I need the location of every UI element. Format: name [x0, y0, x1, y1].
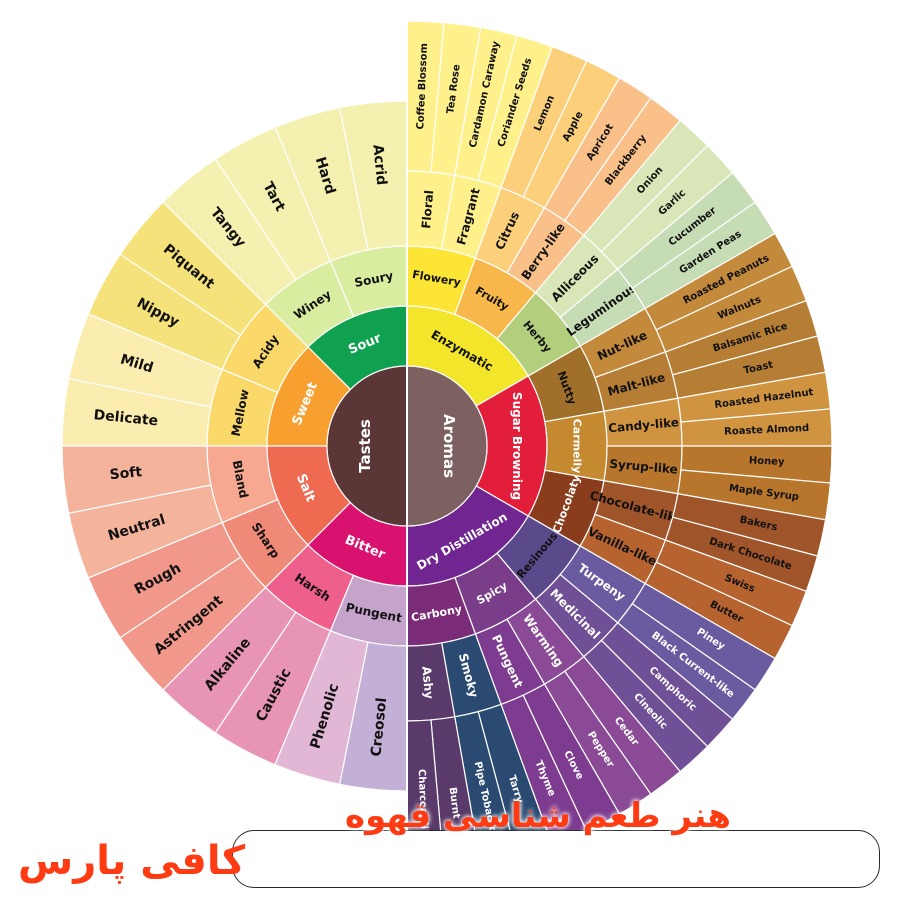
- taste-leaf-soft: [61, 445, 212, 515]
- taste-leaf-neutral: [67, 484, 224, 579]
- taste-leaf-delicate: [61, 377, 212, 447]
- taste-leaf-label-delicate: Delicate: [93, 407, 159, 429]
- aroma-outer-label-roaste-almond: Roaste Almond: [724, 423, 809, 438]
- center-aromas-label: Aromas: [440, 414, 458, 478]
- taste-leaf-alkaline: [162, 586, 297, 734]
- taste-leaf-label-acrid: Acrid: [369, 144, 389, 186]
- aroma-outer-label-burnt: Burnt: [446, 787, 461, 820]
- center-tastes: [326, 365, 408, 527]
- aroma-leaf-label-candy-like: Candy-like: [608, 415, 680, 435]
- taste-leaf-hard: [274, 106, 369, 263]
- caption-title: هنر طعم شناسی قهوه: [345, 796, 732, 836]
- center-tastes-label: Tastes: [356, 419, 374, 473]
- aroma-sub-label-carmelly: Carmelly: [571, 419, 584, 474]
- brand-logo-text: کافی پارس: [18, 838, 246, 884]
- taste-leaf-tart: [214, 126, 332, 281]
- aroma-outer-label-honey: Honey: [749, 455, 786, 468]
- taste-leaf-label-soft: Soft: [109, 464, 143, 483]
- taste-leaf-label-creosol: Creosol: [368, 697, 390, 757]
- aroma-outer-label-charcoal-like: Charcoal-like: [416, 769, 430, 843]
- taste-leaf-nippy: [87, 253, 242, 371]
- center-aromas: [406, 365, 488, 527]
- taste-leaf-caustic: [214, 611, 332, 766]
- aroma-label-sugar-browning: Sugar Browning: [510, 392, 524, 500]
- taste-leaf-piquant: [119, 201, 267, 336]
- taste-leaf-phenolic: [274, 629, 369, 786]
- aroma-outer-label-coffee-blossom: Coffee Blossom: [415, 43, 430, 130]
- taste-leaf-tangy: [162, 158, 297, 306]
- aroma-leaf-label-syrup-like: Syrup-like: [609, 457, 678, 477]
- taste-leaf-mild: [67, 313, 224, 408]
- taste-leaf-rough: [87, 521, 242, 639]
- footer-bar: [232, 830, 880, 888]
- taste-leaf-astringent: [119, 556, 267, 691]
- aroma-leaf-label-floral: Floral: [419, 190, 436, 230]
- aroma-leaf-label-ashy: Ashy: [419, 666, 436, 700]
- taste-leaf-creosol: [338, 641, 408, 792]
